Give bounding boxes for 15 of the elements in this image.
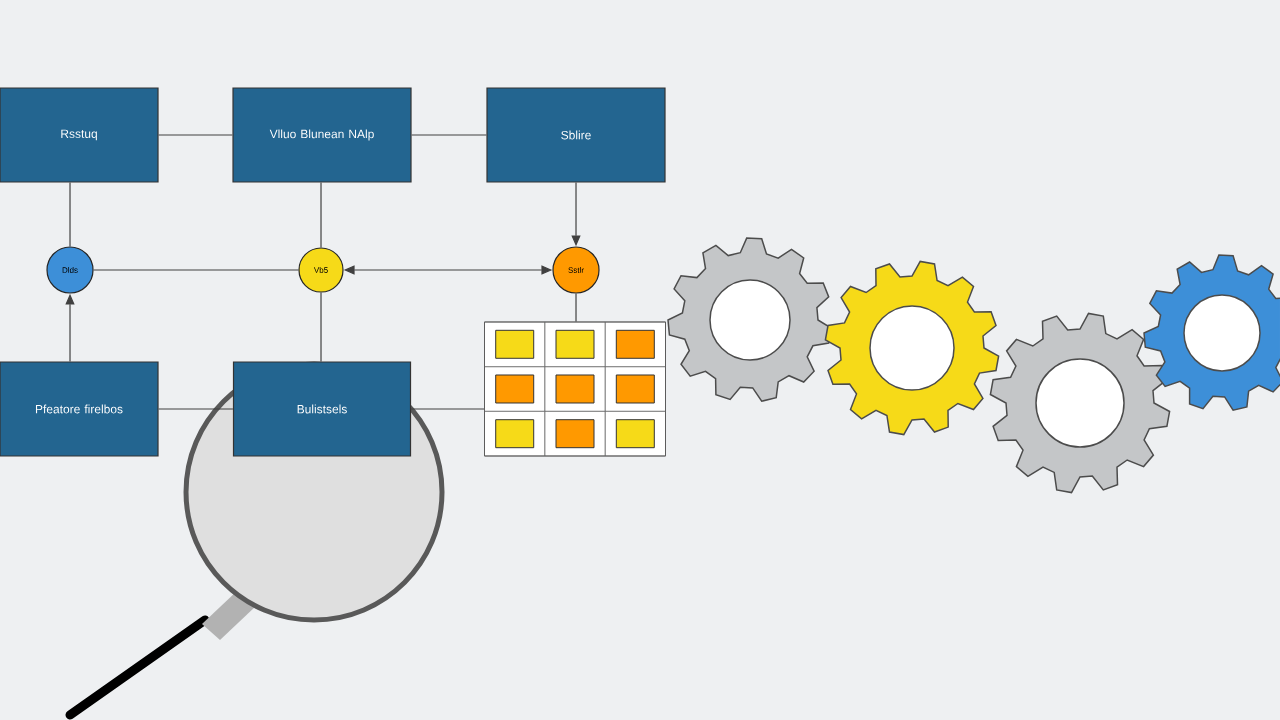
connector xyxy=(320,292,322,362)
connector xyxy=(410,408,485,410)
connector xyxy=(575,293,577,323)
connector xyxy=(93,269,299,271)
grid-box xyxy=(484,321,666,457)
connector xyxy=(411,134,487,136)
process-box: Rsstuq xyxy=(0,87,159,183)
connector xyxy=(158,408,234,410)
process-box: Pfeatore firelbos xyxy=(0,361,159,457)
connector xyxy=(320,182,322,248)
connector xyxy=(69,182,71,247)
connector xyxy=(158,134,233,136)
process-box: Vlluo Blunean NAlp xyxy=(232,87,412,183)
process-box: Sblire xyxy=(486,87,666,183)
process-box: Bulistsels xyxy=(232,361,412,457)
